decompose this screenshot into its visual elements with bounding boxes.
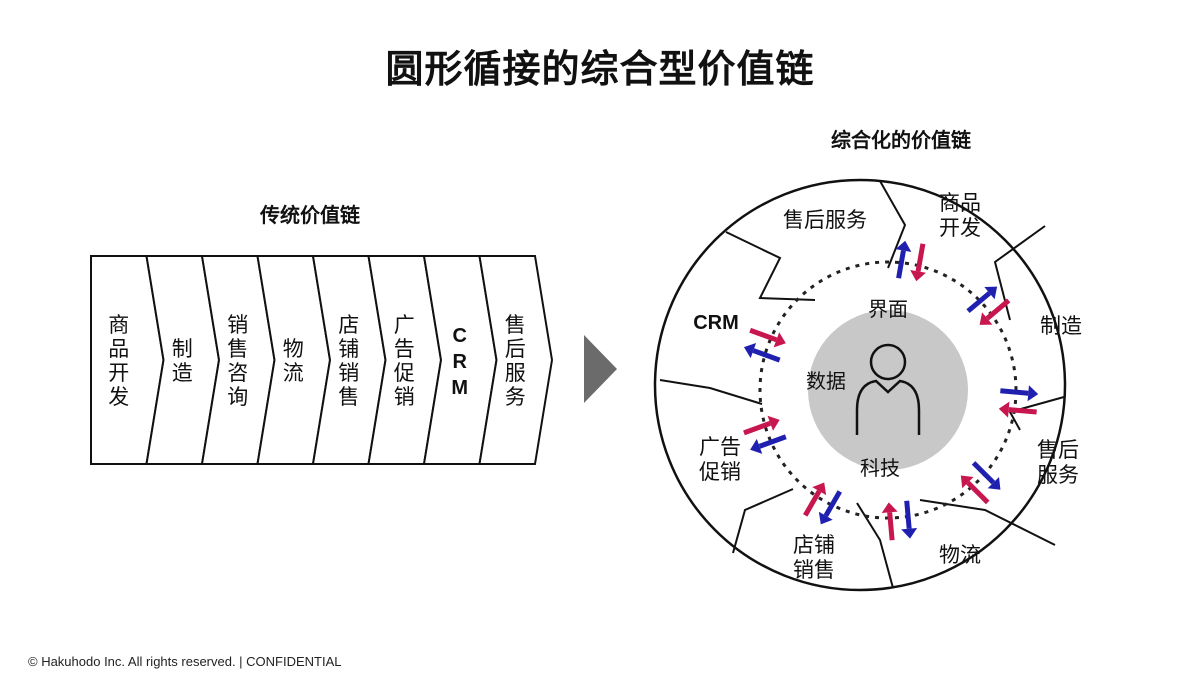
outward-arrow-icon <box>1000 385 1039 402</box>
segment-divider <box>856 502 894 589</box>
transition-arrow-icon <box>584 335 617 403</box>
segment-divider <box>879 180 907 269</box>
segment-divider <box>732 488 794 554</box>
chain-step-label: 物流 <box>283 337 304 385</box>
chain-step-label: 销售咨询 <box>227 313 248 409</box>
inward-arrow-icon <box>749 327 786 348</box>
outward-arrow-icon <box>901 500 918 539</box>
outward-arrow-icon <box>750 434 787 454</box>
core-label-technology: 科技 <box>860 456 900 480</box>
outward-arrow-icon <box>895 240 912 279</box>
segment-divider <box>659 379 763 405</box>
chain-step-label: 售后服务 <box>505 313 526 409</box>
inward-arrow-icon <box>960 475 990 505</box>
segment-label-store-sales: 店铺销售 <box>793 533 835 582</box>
segment-label-after-sales-right: 售后服务 <box>1037 438 1079 487</box>
copyright-footer: © Hakuhodo Inc. All rights reserved. | C… <box>28 654 342 669</box>
traditional-chain-title: 传统价值链 <box>259 203 361 227</box>
segment-divider <box>725 231 816 301</box>
segment-label-crm: CRM <box>693 312 739 334</box>
segment-label-logistics: 物流 <box>939 543 981 567</box>
core-label-interface: 界面 <box>868 297 908 321</box>
core-circle <box>808 310 968 470</box>
chain-step-label: 制造 <box>172 337 193 385</box>
outward-arrow-icon <box>966 286 998 314</box>
chain-step-label: 商品开发 <box>108 313 129 409</box>
chain-step-label: 广告促销 <box>394 313 415 409</box>
inward-arrow-icon <box>998 401 1037 418</box>
page-title: 圆形循接的综合型价值链 <box>385 47 815 91</box>
inward-arrow-icon <box>803 482 827 517</box>
inward-arrow-icon <box>979 298 1011 325</box>
segment-label-manufacturing: 制造 <box>1040 314 1082 338</box>
segment-label-after-sales-top: 售后服务 <box>783 208 867 232</box>
chain-step-label: 店铺销售 <box>338 313 359 409</box>
outward-arrow-icon <box>743 343 781 363</box>
outward-arrow-icon <box>818 490 842 525</box>
segment-label-ad-promo: 广告促销 <box>699 435 741 484</box>
inward-arrow-icon <box>743 415 780 436</box>
person-icon <box>855 343 921 435</box>
flow-arrows <box>743 240 1039 541</box>
outward-arrow-icon <box>971 461 1001 490</box>
core-label-data: 数据 <box>806 369 846 393</box>
segment-label-product-dev: 商品开发 <box>939 191 981 240</box>
inward-arrow-icon <box>910 243 926 282</box>
integrated-chain-title: 综合化的价值链 <box>831 128 972 152</box>
segment-divider <box>919 499 1056 546</box>
chain-step-after-sales <box>478 255 554 465</box>
inward-arrow-icon <box>881 502 898 541</box>
